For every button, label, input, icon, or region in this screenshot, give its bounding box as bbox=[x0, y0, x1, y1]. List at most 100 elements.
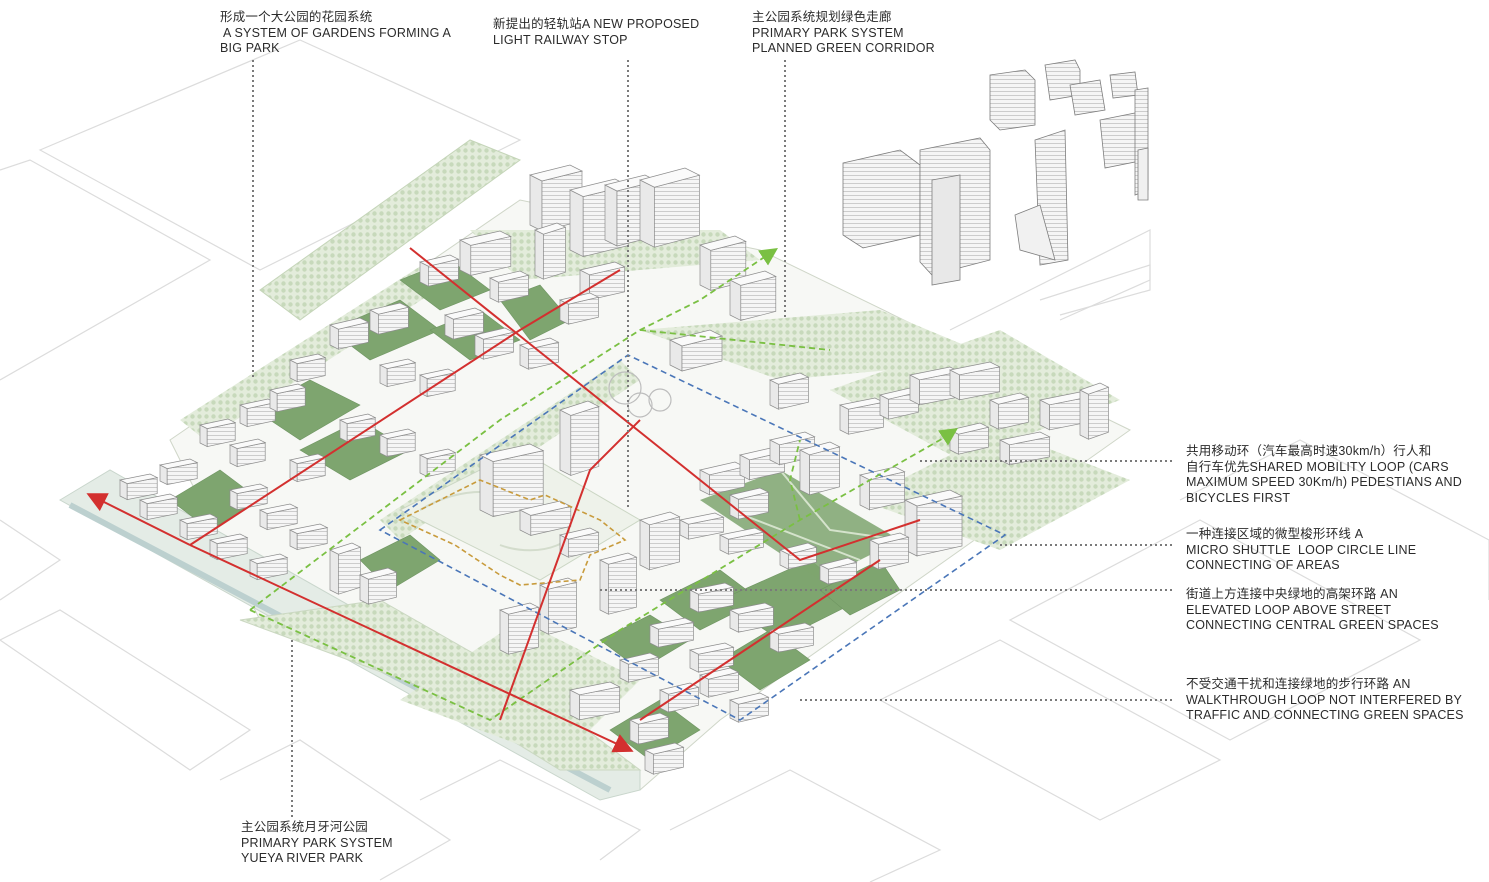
building-block bbox=[258, 503, 299, 531]
building-block bbox=[1079, 382, 1110, 440]
building-block bbox=[248, 553, 289, 581]
annotation-garden-system-en1: A SYSTEM OF GARDENS FORMING A bbox=[220, 25, 452, 40]
building-block bbox=[378, 428, 417, 458]
building-block bbox=[268, 383, 307, 413]
annotation-walkthrough-loop-l1: 不受交通干扰和连接绿地的步行环路 AN bbox=[1186, 677, 1411, 691]
building-block bbox=[559, 400, 600, 476]
leader-lines bbox=[252, 60, 1175, 820]
annotation-light-rail: 新提出的轻轨站A NEW PROPOSED LIGHT RAILWAY STOP bbox=[493, 17, 699, 48]
building-block bbox=[799, 441, 841, 496]
building-block bbox=[228, 483, 269, 511]
building-block bbox=[358, 567, 398, 605]
building-block bbox=[378, 358, 417, 388]
annotation-light-rail-cn-en: 新提出的轻轨站A NEW PROPOSED bbox=[493, 17, 700, 31]
building-block bbox=[908, 366, 961, 406]
annotation-river-park: 主公园系统月牙河公园 PRIMARY PARK SYSTEM YUEYA RIV… bbox=[241, 820, 393, 867]
building-block bbox=[648, 617, 695, 648]
annotation-river-park-en2: YUEYA RIVER PARK bbox=[241, 851, 364, 865]
building-block bbox=[228, 438, 267, 468]
annotation-mobility-loop-l1: 共用移动环（汽车最高时速30km/h）行人和 bbox=[1186, 444, 1432, 458]
annotation-green-corridor: 主公园系统规划绿色走廊 PRIMARY PARK SYSTEM PLANNED … bbox=[752, 10, 935, 57]
building-block bbox=[208, 533, 249, 561]
building-block bbox=[868, 532, 910, 570]
building-block bbox=[729, 270, 777, 321]
walkthrough-loop bbox=[249, 248, 958, 722]
annotation-light-rail-en: LIGHT RAILWAY STOP bbox=[493, 32, 628, 47]
building-block bbox=[138, 493, 179, 521]
building-block bbox=[688, 582, 735, 613]
towers-northeast bbox=[842, 59, 1149, 286]
annotation-mobility-loop-l2: 自行车优先SHARED MOBILITY LOOP (CARS bbox=[1186, 459, 1449, 474]
annotation-river-park-en1: PRIMARY PARK SYSTEM bbox=[241, 835, 393, 850]
building-block bbox=[538, 577, 578, 635]
annotation-green-corridor-cn: 主公园系统规划绿色走廊 bbox=[752, 10, 892, 24]
building-block bbox=[158, 458, 199, 486]
annotation-green-corridor-en2: PLANNED GREEN CORRIDOR bbox=[752, 41, 935, 55]
building-block bbox=[903, 489, 964, 557]
annotation-micro-shuttle-l2: MICRO SHUTTLE LOOP CIRCLE LINE bbox=[1186, 542, 1417, 557]
building-block bbox=[818, 557, 858, 585]
building-block bbox=[338, 413, 377, 443]
annotation-garden-system-en2: BIG PARK bbox=[220, 41, 280, 55]
building-block bbox=[948, 361, 1001, 401]
buildings bbox=[118, 164, 1110, 775]
shared-mobility-loop bbox=[378, 354, 1007, 721]
building-block bbox=[688, 642, 735, 673]
building-block bbox=[728, 487, 770, 520]
building-block bbox=[768, 372, 810, 410]
annotation-elevated-loop-l3: CONNECTING CENTRAL GREEN SPACES bbox=[1186, 618, 1439, 632]
context-road-grid bbox=[0, 39, 1489, 882]
building-block bbox=[698, 461, 746, 496]
building-block bbox=[728, 602, 775, 633]
building-block bbox=[768, 622, 815, 653]
annotation-walkthrough-loop: 不受交通干扰和连接绿地的步行环路 AN WALKTHROUGH LOOP NOT… bbox=[1186, 677, 1464, 724]
building-block bbox=[678, 512, 725, 540]
annotation-micro-shuttle-l1: 一种连接区域的微型梭形环线 A bbox=[1186, 527, 1364, 541]
annotation-micro-shuttle: 一种连接区域的微型梭形环线 A MICRO SHUTTLE LOOP CIRCL… bbox=[1186, 527, 1416, 574]
annotation-elevated-loop-l2: ELEVATED LOOP ABOVE STREET bbox=[1186, 602, 1392, 617]
linear-garden-park bbox=[259, 139, 522, 321]
annotation-elevated-loop-l1: 街道上方连接中央绿地的高架环路 AN bbox=[1186, 587, 1398, 601]
annotation-green-corridor-en1: PRIMARY PARK SYSTEM bbox=[752, 25, 904, 40]
building-block bbox=[288, 523, 329, 551]
building-block bbox=[639, 511, 681, 571]
annotation-micro-shuttle-l3: CONNECTING OF AREAS bbox=[1186, 558, 1340, 572]
building-block bbox=[368, 302, 410, 335]
annotation-elevated-loop: 街道上方连接中央绿地的高架环路 AN ELEVATED LOOP ABOVE S… bbox=[1186, 587, 1439, 634]
building-block bbox=[488, 270, 530, 303]
micro-shuttle-loop bbox=[398, 479, 627, 586]
building-block bbox=[1038, 391, 1091, 431]
building-block bbox=[639, 167, 701, 248]
building-block bbox=[838, 397, 885, 435]
annotation-walkthrough-loop-l2: WALKTHROUGH LOOP NOT INTERFERED BY bbox=[1186, 692, 1463, 707]
building-block bbox=[698, 667, 740, 698]
building-block bbox=[598, 552, 638, 615]
annotation-garden-system: 形成一个大公园的花园系统 A SYSTEM OF GARDENS FORMING… bbox=[220, 10, 451, 57]
building-block bbox=[458, 230, 512, 276]
annotation-river-park-cn: 主公园系统月牙河公园 bbox=[241, 820, 369, 834]
building-block bbox=[498, 602, 540, 655]
building-block bbox=[534, 222, 567, 280]
annotation-mobility-loop-l4: BICYCLES FIRST bbox=[1186, 490, 1291, 505]
annotation-walkthrough-loop-l3: TRAFFIC AND CONNECTING GREEN SPACES bbox=[1186, 708, 1464, 722]
building-block bbox=[478, 443, 545, 518]
building-block bbox=[858, 466, 906, 511]
elevated-loop-routes bbox=[86, 247, 921, 753]
building-block bbox=[578, 261, 626, 301]
annotation-mobility-loop: 共用移动环（汽车最高时速30km/h）行人和 自行车优先SHARED MOBIL… bbox=[1186, 444, 1462, 506]
building-block bbox=[718, 527, 765, 555]
building-block bbox=[288, 453, 327, 483]
building-block bbox=[328, 317, 370, 350]
building-block bbox=[443, 307, 485, 340]
building-block bbox=[988, 392, 1030, 430]
building-block bbox=[998, 431, 1051, 466]
building-block bbox=[643, 742, 685, 775]
building-block bbox=[568, 681, 621, 721]
building-block bbox=[668, 329, 724, 372]
building-block bbox=[288, 353, 327, 383]
building-block bbox=[728, 692, 770, 723]
building-block bbox=[178, 513, 219, 541]
building-block bbox=[118, 473, 159, 501]
annotation-mobility-loop-l3: MAXIMUM SPEED 30Km/h) PEDESTIANS AND bbox=[1186, 475, 1463, 489]
